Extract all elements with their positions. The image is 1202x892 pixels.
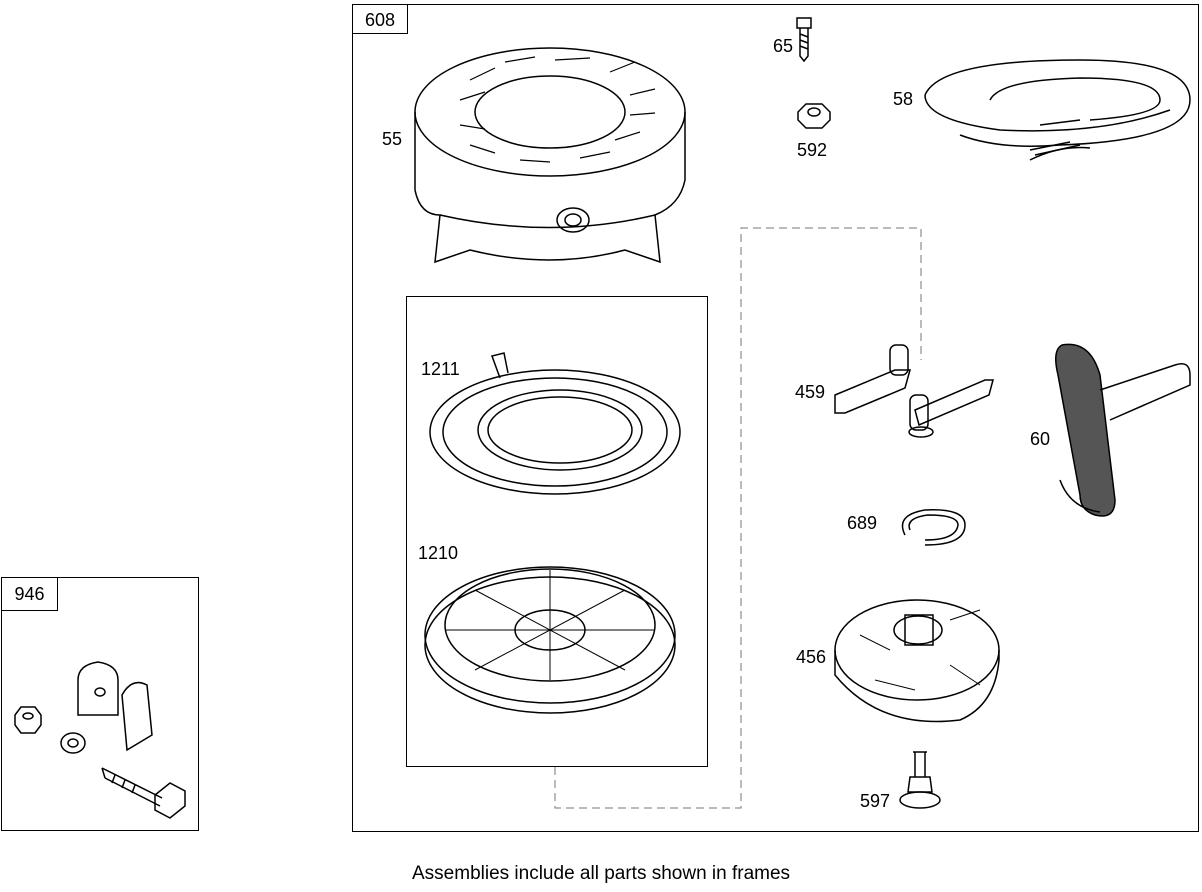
- rewind-spring-1211: [429, 352, 681, 495]
- frame-tag-608: 608: [352, 4, 408, 34]
- part-label-55: 55: [382, 129, 403, 149]
- clamp-kit-946: [14, 661, 186, 819]
- starter-handle-60: [1055, 343, 1191, 517]
- dashed-connector: [554, 227, 922, 809]
- blower-housing-55: [414, 47, 686, 264]
- part-label-1210: 1210: [418, 543, 459, 563]
- part-label-456: 456: [796, 647, 827, 667]
- part-label-597: 597: [860, 791, 891, 811]
- screw-597: [899, 751, 941, 809]
- part-label-689: 689: [847, 513, 878, 533]
- bolt-65: [796, 17, 812, 63]
- part-label-60: 60: [1030, 429, 1051, 449]
- assembly-frame-946: [1, 577, 199, 831]
- assembly-frame-608: [352, 4, 1199, 832]
- inner-frame-starter-pulley: [406, 296, 708, 767]
- part-label-58: 58: [893, 89, 914, 109]
- ratchet-retainer-456: [834, 599, 1000, 723]
- ratchet-dogs-459: [834, 344, 994, 438]
- part-label-1211: 1211: [421, 359, 460, 379]
- retainer-ring-689: [901, 509, 966, 546]
- frame-tag-946: 946: [1, 577, 58, 611]
- part-label-592: 592: [797, 140, 828, 160]
- starter-pulley-1210: [424, 566, 676, 714]
- part-label-459: 459: [795, 382, 826, 402]
- nut-592: [797, 103, 831, 129]
- diagram-caption: Assemblies include all parts shown in fr…: [412, 863, 791, 884]
- starter-rope-58: [924, 59, 1191, 161]
- part-label-65: 65: [773, 36, 794, 56]
